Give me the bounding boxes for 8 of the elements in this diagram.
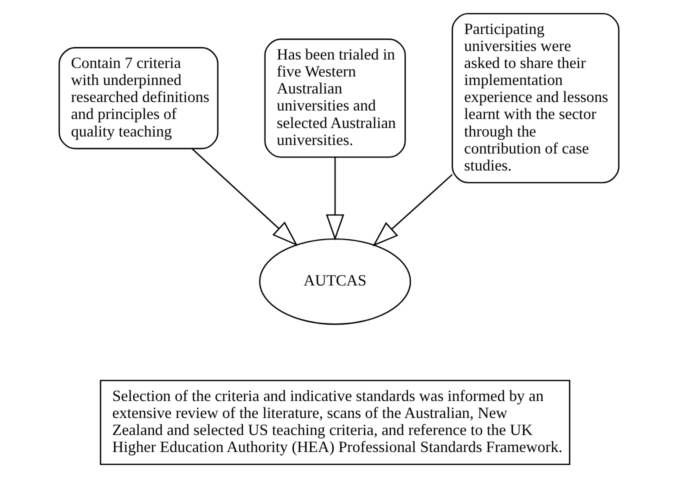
arrow xyxy=(192,148,298,246)
node-box: Contain 7 criteria with underpinned researched definitions and principles of quality teaching xyxy=(58,47,218,150)
node-box: Has been trialed in five Western Australian universities and selected Australian universities. xyxy=(264,38,406,158)
arrow xyxy=(372,174,453,246)
arrow xyxy=(326,157,344,241)
node-ellipse: AUTCAS xyxy=(259,238,412,325)
node-box: Selection of the criteria and indicative standards was informed by an extensive review of the literature, scans of the Australian, New Zealand and selected US teaching criteria, and reference to the UK Higher Education Authority (HEA) Professional Standards Framework. xyxy=(100,380,570,466)
node-box: Participating universities were asked to share their implementation experience and lessons learnt with the sector through the contribution of case studies. xyxy=(452,12,620,184)
